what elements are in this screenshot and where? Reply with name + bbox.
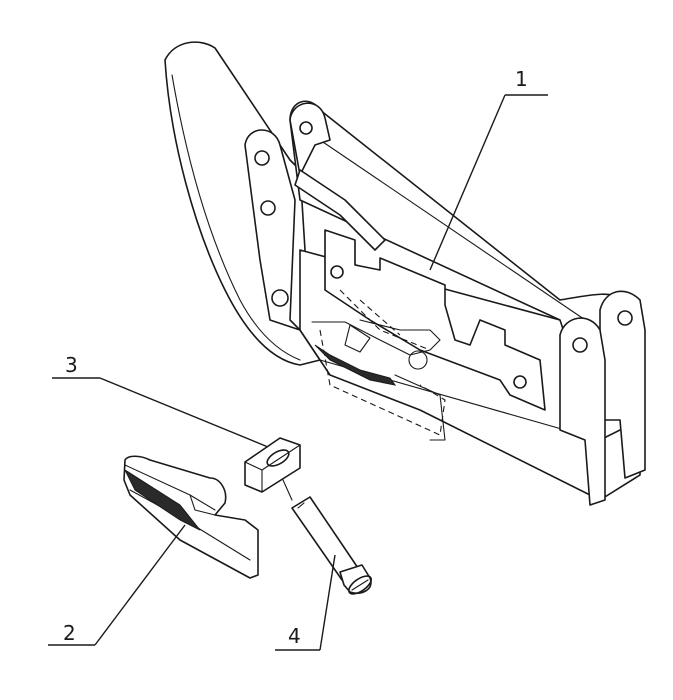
callout-3: 3	[52, 353, 269, 448]
front-lug-rear	[289, 102, 331, 176]
seated-tooth-shadow	[314, 344, 397, 386]
callout-1: 1	[429, 67, 548, 271]
rear-lug-lower	[559, 317, 606, 506]
rear-lug-upper-hole	[617, 310, 633, 326]
center-lug-hole	[513, 375, 527, 389]
center-block	[324, 229, 546, 411]
callout-1-label: 1	[515, 67, 528, 91]
screw-shank	[291, 496, 359, 581]
callout-2: 2	[48, 524, 186, 646]
front-side-upper-hole	[260, 200, 276, 216]
callout-3-label: 3	[65, 353, 78, 377]
center-block-hole	[330, 265, 344, 279]
left-side-plate	[164, 41, 321, 366]
tooth-edge-shadow	[123, 468, 201, 531]
rear-lug-lower-hole	[572, 337, 588, 353]
callout-2-label: 2	[63, 621, 76, 645]
rear-lug-upper	[599, 290, 646, 479]
diagonal-strut	[294, 169, 386, 251]
retainer-block	[244, 437, 301, 493]
tooth-body	[123, 455, 259, 579]
seated-retainer	[408, 350, 428, 370]
screw-head-face	[348, 575, 372, 595]
front-lug-front-hole	[254, 150, 270, 166]
seated-tooth	[311, 319, 441, 356]
callout-4-label: 4	[288, 624, 301, 648]
retainer-bore	[266, 449, 290, 467]
front-lug-rear-hole	[299, 121, 313, 135]
hidden-pocket-outline	[319, 329, 446, 436]
callout-4: 4	[275, 554, 336, 651]
front-side-hole	[271, 289, 289, 307]
part-3-retainer-block	[244, 437, 301, 493]
part-1-main-bracket	[164, 41, 646, 506]
part-4-screw	[282, 479, 372, 595]
front-lug-front	[244, 129, 301, 331]
part-2-tooth	[123, 455, 259, 579]
